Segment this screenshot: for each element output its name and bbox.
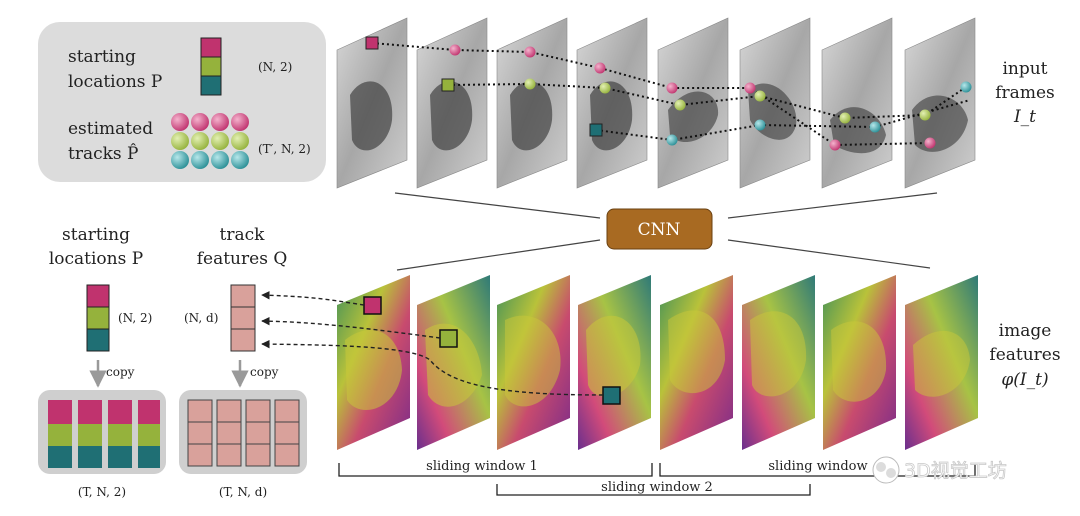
cnn-connectors (394, 192, 938, 271)
input-frames (336, 17, 976, 189)
track-label-2: features Q (197, 249, 288, 269)
start-shape: (N, 2) (118, 311, 152, 325)
track-points (365, 36, 972, 151)
cnn-block: CNN (606, 208, 713, 250)
start-locations-copies (48, 400, 160, 468)
legend-tracks-label-1: estimated (68, 119, 153, 139)
copy-label-1: copy (106, 365, 135, 379)
legend-tracks-label-2: tracks P̂ (68, 144, 138, 164)
out-shape-2: (T, N, d) (219, 485, 267, 499)
sliding-window-3-label: sliding window (768, 459, 867, 474)
input-frame-7 (821, 17, 893, 189)
legend-starting-label-1: starting (68, 47, 136, 67)
legend-tracks-balls (171, 113, 249, 169)
input-label-3: I_t (1013, 107, 1036, 127)
legend-tracks-shape: (T′, N, 2) (258, 142, 311, 156)
input-label-1: input (1002, 59, 1047, 79)
features-label-2: features (989, 345, 1060, 365)
start-label-2: locations P (49, 249, 143, 269)
features-label: image features φ(I_t) (989, 321, 1060, 390)
input-label-2: frames (995, 83, 1054, 103)
legend-panel: starting locations P (N, 2) estimated tr… (38, 22, 326, 182)
sliding-windows (338, 463, 976, 496)
legend-starting-swatch (200, 37, 222, 96)
track-feature-copies (187, 399, 300, 467)
watermark-text: 3D视觉工坊 (904, 460, 1007, 482)
watermark: 3D视觉工坊 (872, 456, 1007, 484)
feature-arrows (261, 291, 604, 396)
start-label-1: starting (62, 225, 130, 245)
track-features-column: track features Q (N, d) copy (T, N, d) (179, 225, 307, 499)
track-label-1: track (220, 225, 266, 245)
legend-starting-shape: (N, 2) (258, 60, 292, 74)
track-shape: (N, d) (184, 311, 218, 325)
starting-locations-column: starting locations P (N, 2) copy (T, N, … (38, 225, 166, 499)
copy-label-2: copy (250, 365, 279, 379)
features-label-3: φ(I_t) (1001, 370, 1048, 390)
feature-maps (337, 275, 978, 450)
cnn-label: CNN (638, 220, 681, 240)
out-shape-1: (T, N, 2) (78, 485, 126, 499)
feature-samples (363, 296, 621, 405)
sliding-window-2-label: sliding window 2 (601, 480, 713, 495)
features-label-1: image (999, 321, 1052, 341)
sliding-window-1-label: sliding window 1 (426, 459, 538, 474)
legend-starting-label-2: locations P (68, 72, 162, 92)
input-frames-label: input frames I_t (995, 59, 1054, 127)
